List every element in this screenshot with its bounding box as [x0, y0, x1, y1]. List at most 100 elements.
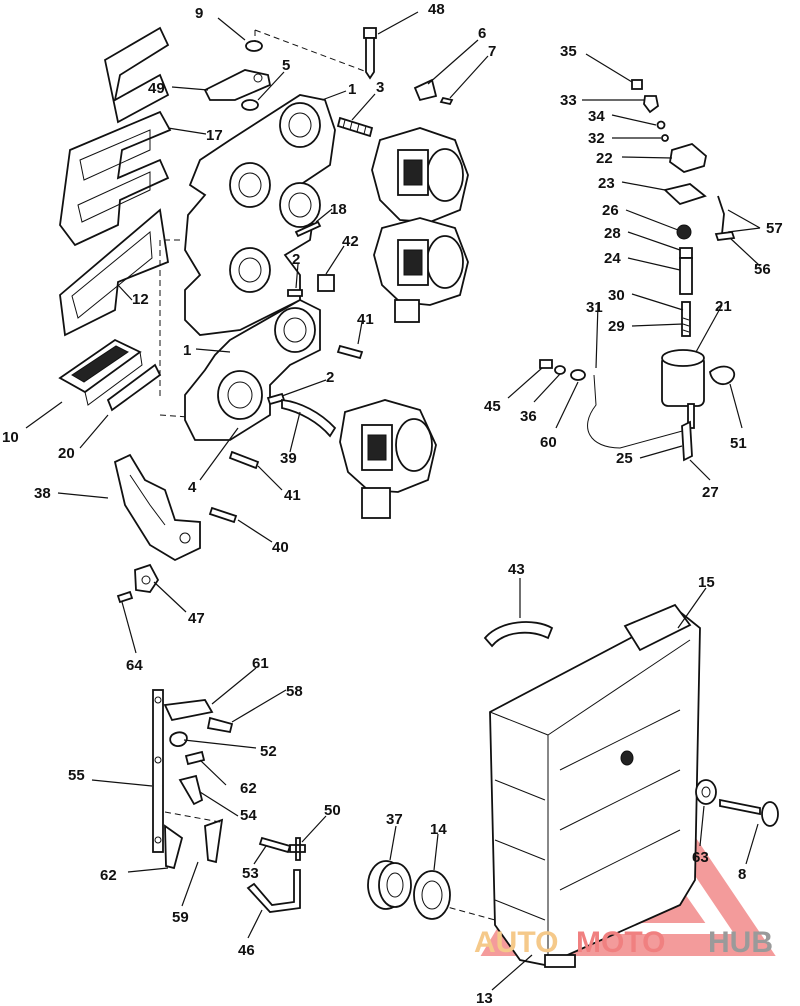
diaphragm-23: [663, 183, 707, 206]
callout-23: 23: [598, 175, 615, 192]
callout-29: 29: [608, 318, 625, 335]
screw-41b: [228, 450, 260, 470]
screw-40: [208, 506, 238, 524]
elbow-54: [178, 774, 204, 806]
callout-18: 18: [330, 201, 347, 218]
callout-62-lower: 62: [100, 867, 117, 884]
intake-gasket-17: [59, 26, 172, 247]
grommet-37: [367, 860, 412, 910]
hose-61: [163, 699, 214, 722]
callout-13: 13: [476, 990, 493, 1006]
callout-56: 56: [754, 261, 771, 278]
callout-20: 20: [58, 445, 75, 462]
intake-gasket-12: [59, 208, 169, 337]
callout-4: 4: [188, 479, 197, 496]
ball-34: [656, 120, 666, 130]
reed-plate-10: [58, 338, 143, 406]
callout-28: 28: [604, 225, 621, 242]
callout-17: 17: [206, 127, 223, 144]
callout-1-lower: 1: [183, 342, 191, 359]
clamp-47: [134, 563, 160, 593]
watermark-auto: AUTO: [474, 926, 558, 959]
tank-cover-13: [489, 610, 701, 966]
callout-55: 55: [68, 767, 85, 784]
callout-labels: 9 48 6 7 49 5 1 3 17 18 42 2 12 41 1 2 1…: [2, 1, 783, 1006]
callout-52: 52: [260, 743, 277, 760]
leader-lines: [25, 11, 761, 991]
carburetor-upper: [371, 127, 469, 323]
intake-manifold-lower: [184, 298, 321, 441]
callout-53: 53: [242, 865, 259, 882]
tank-top-15: [623, 603, 692, 652]
callout-9: 9: [195, 5, 203, 22]
callout-30: 30: [608, 287, 625, 304]
spring-28: [679, 247, 693, 259]
callout-64: 64: [126, 657, 143, 674]
terminal-60: [570, 369, 586, 381]
seal-26: [676, 224, 692, 240]
watermark-text: AUTO MOTO HUB: [474, 926, 773, 959]
cap-35: [631, 79, 643, 90]
hose-53: [258, 836, 292, 854]
screw-7: [439, 96, 454, 106]
callout-6: 6: [478, 25, 486, 42]
callout-42: 42: [342, 233, 359, 250]
fuel-manifold-55: [152, 689, 164, 853]
callout-45: 45: [484, 398, 501, 415]
wire-25: [587, 374, 687, 449]
screw-45: [539, 359, 553, 369]
hose-57: [717, 195, 728, 235]
screw-41a: [336, 344, 364, 360]
tee-50: [289, 837, 306, 861]
callout-22: 22: [596, 150, 613, 167]
callout-27: 27: [702, 484, 719, 501]
callout-47: 47: [188, 610, 205, 627]
hose-62a: [184, 750, 206, 766]
callout-38: 38: [34, 485, 51, 502]
callout-26: 26: [602, 202, 619, 219]
stud-3: [336, 116, 374, 138]
pin-2a: [287, 289, 303, 297]
callout-32: 32: [588, 130, 605, 147]
callout-14: 14: [430, 821, 447, 838]
washer-63: [695, 779, 717, 805]
clamp-52: [169, 731, 188, 747]
callout-40: 40: [272, 539, 289, 556]
callout-43: 43: [508, 561, 525, 578]
clip-56: [714, 231, 736, 241]
spring-32: [661, 134, 669, 142]
callout-61: 61: [252, 655, 269, 672]
callout-54: 54: [240, 807, 257, 824]
callout-35: 35: [560, 43, 577, 60]
callout-8: 8: [738, 866, 746, 883]
bracket-49: [203, 69, 272, 101]
screw-48: [363, 27, 377, 80]
callout-3: 3: [376, 79, 384, 96]
watermark-hub: HUB: [708, 926, 773, 959]
callout-37: 37: [386, 811, 403, 828]
callout-1-upper: 1: [348, 81, 356, 98]
grommet-14: [413, 870, 451, 920]
callout-21: 21: [715, 298, 732, 315]
tank-foot: [544, 954, 576, 968]
fitting-33: [643, 95, 659, 114]
callout-5: 5: [282, 57, 290, 74]
callout-63: 63: [692, 849, 709, 866]
carburetor-lower: [339, 399, 437, 519]
callout-41-lower: 41: [284, 487, 301, 504]
spring-29: [682, 317, 690, 333]
callout-2-lower: 2: [326, 369, 334, 386]
callout-41-upper: 41: [357, 311, 374, 328]
callout-36: 36: [520, 408, 537, 425]
callout-39: 39: [280, 450, 297, 467]
callout-62-upper: 62: [240, 780, 257, 797]
callout-25: 25: [616, 450, 633, 467]
callout-15: 15: [698, 574, 715, 591]
connector-27: [681, 420, 693, 462]
cover-22: [669, 142, 707, 173]
callout-46: 46: [238, 942, 255, 959]
callout-60: 60: [540, 434, 557, 451]
callout-31: 31: [586, 299, 603, 316]
